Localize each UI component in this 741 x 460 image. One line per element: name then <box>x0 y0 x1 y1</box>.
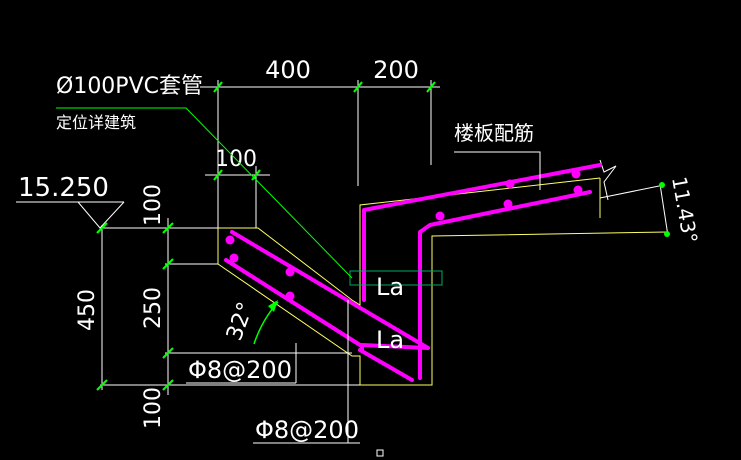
elevation-marker: 15.250 <box>16 173 125 229</box>
rebar-lower-sloped <box>230 230 430 352</box>
rebar-dot <box>573 185 583 195</box>
dim-250: 250 <box>141 287 166 329</box>
rebar-group <box>224 163 602 382</box>
rebar-upper-top <box>362 163 602 302</box>
dim-tick <box>162 222 174 234</box>
dim-tick <box>96 222 108 234</box>
slope-ext-line <box>599 184 665 199</box>
dim-tick <box>162 258 174 270</box>
dim-100-left-bottom: 100 <box>141 387 166 429</box>
dim-tick <box>251 169 261 181</box>
slab-rebar-note: 楼板配筋 <box>454 121 541 190</box>
angle-32-label: 32° <box>222 299 259 344</box>
rebar-upper-bottom <box>418 190 592 380</box>
dim-tick <box>213 81 223 93</box>
angle-32-arrow <box>268 300 278 312</box>
dim-tick <box>353 81 363 93</box>
rebar-dot <box>285 267 295 277</box>
dim-tick <box>426 81 436 93</box>
concrete-lower-edge <box>217 228 669 386</box>
slope-arrow-bottom <box>664 231 670 237</box>
rebar-dot <box>435 211 445 221</box>
rebar-left-label: Φ8@200 <box>188 356 292 384</box>
top-dimensions: 400 200 100 <box>200 56 440 228</box>
slope-arc <box>659 183 669 237</box>
rebar-callout-bottom: Φ8@200 <box>253 300 360 444</box>
dim-450: 450 <box>75 289 100 331</box>
slab-rebar-label: 楼板配筋 <box>454 121 534 145</box>
concrete-outline <box>217 177 669 386</box>
pvc-note-label: 定位详建筑 <box>56 113 136 132</box>
rebar-dot <box>225 235 235 245</box>
pvc-label: Ø100PVC套管 <box>56 74 203 99</box>
rebar-dot <box>503 199 513 209</box>
rebar-dot <box>229 253 239 263</box>
angle-1143-label: 11.43° <box>667 175 702 245</box>
slope-annotation: 11.43° <box>599 175 702 245</box>
pvc-note: Ø100PVC套管 定位详建筑 <box>56 74 353 279</box>
dim-tick <box>162 347 174 359</box>
dim-400: 400 <box>265 56 311 84</box>
rebar-dot <box>571 169 581 179</box>
elevation-text: 15.250 <box>18 173 109 203</box>
slab-rebar-leader <box>454 151 541 190</box>
concrete-upper-edge <box>218 177 601 306</box>
ucs-marker <box>376 449 384 457</box>
rebar-bottom-label: Φ8@200 <box>255 416 359 444</box>
break-line <box>599 159 617 201</box>
rebar-lower-bottom <box>224 258 362 347</box>
dim-tick <box>213 169 223 181</box>
la-lower-label: La <box>376 326 404 354</box>
rebar-callout-left: Φ8@200 <box>186 343 297 384</box>
dim-tick <box>96 379 108 391</box>
dim-100-left-top: 100 <box>141 184 166 226</box>
dim-200: 200 <box>373 56 419 84</box>
dim-tick <box>162 379 174 391</box>
rebar-dot <box>285 291 295 301</box>
pvc-sleeve-box <box>349 270 443 286</box>
elevation-triangle <box>77 201 125 229</box>
slope-arrow-top <box>659 182 665 188</box>
rebar-dot <box>505 179 515 189</box>
pvc-leader <box>56 107 353 279</box>
la-upper-label: La <box>376 273 404 301</box>
left-dimensions: 450 100 250 100 <box>75 184 360 429</box>
angle-32-annotation: 32° <box>222 299 279 345</box>
rebar-lower-hook <box>358 348 414 382</box>
